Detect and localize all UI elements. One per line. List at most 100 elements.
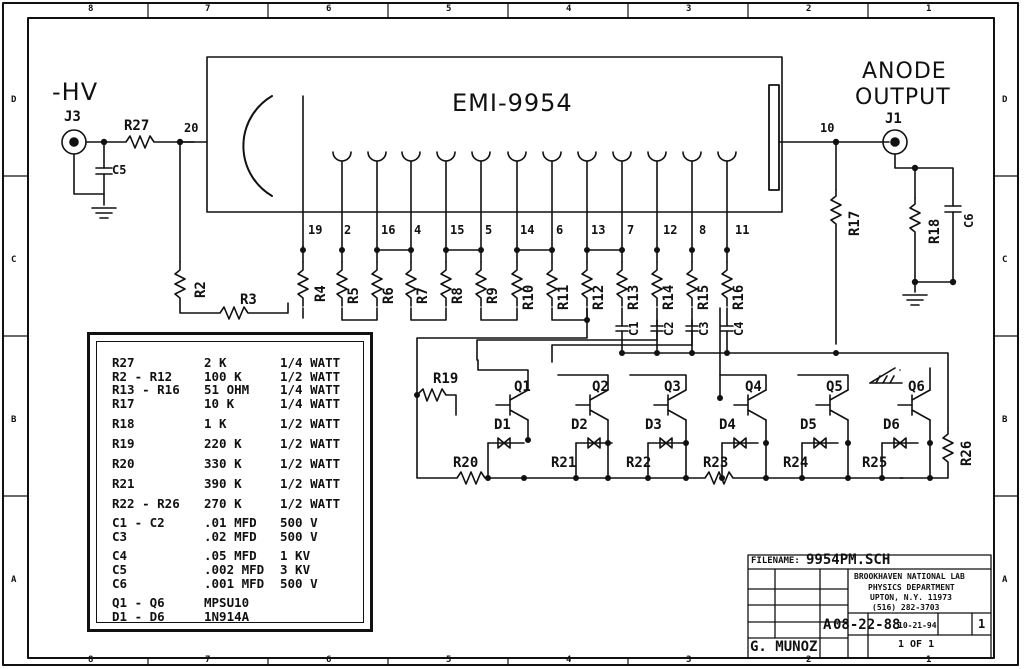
zone-label-left: C [11, 255, 17, 265]
dynode-pin: 4 [414, 223, 422, 237]
dynode-pin: 15 [450, 223, 465, 237]
pin-19: 19 [308, 223, 323, 237]
zone-label-left: A [11, 575, 17, 585]
zone-label-right: C [1002, 255, 1008, 265]
part-value: 10 K [204, 396, 235, 411]
sheet-count: 1 OF 1 [898, 639, 935, 650]
zone-label-top: 5 [446, 4, 452, 14]
capacitor-label: C1 [627, 321, 641, 336]
zone-label-top: 1 [926, 4, 932, 14]
zone-label-top: 3 [686, 4, 692, 14]
j3-label: J3 [64, 109, 81, 125]
zone-label-top: 2 [806, 4, 812, 14]
part-rating: 1/4 WATT [280, 382, 341, 397]
hv-label: -HV [52, 78, 99, 106]
transistor-label: Q2 [592, 379, 609, 395]
filename: 9954PM.SCH [806, 552, 891, 568]
r2-label: R2 [193, 281, 209, 298]
drawn-date: 08-22-88 [833, 617, 901, 633]
chain-resistor-label: R14 [661, 284, 677, 310]
part-ref: R20 [112, 456, 135, 471]
part-ref: C5 [112, 562, 128, 577]
capacitor-label: C4 [732, 321, 746, 336]
part-value: 1 K [204, 416, 227, 431]
diode-label: D3 [645, 417, 662, 433]
bottom-resistor-label: R24 [783, 455, 809, 471]
part-rating: 1/2 WATT [280, 416, 341, 431]
bottom-resistor-label: R25 [862, 455, 888, 471]
diode-label: D4 [719, 417, 736, 433]
r27-label: R27 [124, 118, 150, 134]
dynode-pin: 7 [627, 223, 635, 237]
transistor-label: Q1 [514, 379, 531, 395]
part-value: 330 K [204, 456, 242, 471]
chain-resistor-label: R10 [521, 284, 537, 310]
dynode-pin: 2 [344, 223, 352, 237]
org-line-1: BROOKHAVEN NATIONAL LAB [854, 572, 965, 581]
part-value: 51 OHM [204, 382, 250, 397]
diode-label: D6 [883, 417, 900, 433]
part-ref: R22 - R26 [112, 496, 180, 511]
r4-label: R4 [313, 285, 329, 302]
c6-label: C6 [962, 213, 976, 228]
part-ref: C3 [112, 529, 128, 544]
anode-label-line1: ANODE [862, 59, 947, 84]
part-ref: C1 - C2 [112, 515, 165, 530]
part-rating: 3 KV [280, 562, 311, 577]
transistor-label: Q3 [664, 379, 681, 395]
divider-chain [297, 249, 733, 321]
capacitor-label: C3 [697, 321, 711, 336]
zone-label-top: 4 [566, 4, 572, 14]
bottom-resistor-label: R23 [703, 455, 729, 471]
part-value: MPSU10 [204, 595, 250, 610]
pmt-title: EMI-9954 [452, 89, 573, 117]
transistor-label: Q6 [908, 379, 925, 395]
dynode-pin: 8 [699, 223, 707, 237]
dynode-pin: 16 [381, 223, 396, 237]
r19-label: R19 [433, 371, 459, 387]
part-ref: R2 - R12 [112, 369, 173, 384]
dynode-pin: 13 [591, 223, 606, 237]
inner-border [27, 17, 995, 659]
drawn-by: G. MUNOZ [750, 639, 818, 655]
part-value: 100 K [204, 369, 242, 384]
anode-plate [768, 84, 780, 191]
part-value: 2 K [204, 355, 227, 370]
zone-label-bottom: 1 [926, 655, 932, 665]
dynode-pin: 12 [663, 223, 678, 237]
bottom-resistor-label: R22 [626, 455, 652, 471]
part-rating: 1/2 WATT [280, 456, 341, 471]
dynode-pin: 6 [556, 223, 564, 237]
diode-label: D1 [494, 417, 511, 433]
zone-label-left: B [11, 415, 17, 425]
part-rating: 1/2 WATT [280, 436, 341, 451]
part-value: .001 MFD [204, 576, 265, 591]
part-ref: Q1 - Q6 [112, 595, 165, 610]
dynode-pin: 14 [520, 223, 535, 237]
part-ref: R27 [112, 355, 135, 370]
zone-label-bottom: 6 [326, 655, 332, 665]
part-value: .01 MFD [204, 515, 257, 530]
zone-label-bottom: 7 [205, 655, 211, 665]
chain-resistor-label: R16 [731, 284, 747, 310]
photocathode [242, 95, 273, 197]
part-value: .02 MFD [204, 529, 257, 544]
pin-20: 20 [184, 121, 199, 135]
zone-label-top: 6 [326, 4, 332, 14]
diode-label: D5 [800, 417, 817, 433]
part-ref: D1 - D6 [112, 609, 165, 624]
capacitor-bank [615, 307, 837, 354]
parts-list-inner-border [96, 341, 364, 623]
org-line-2: PHYSICS DEPARTMENT [868, 583, 955, 592]
r26-label: R26 [959, 440, 975, 466]
r3-label: R3 [240, 292, 257, 308]
part-ref: R18 [112, 416, 135, 431]
title-block-lines [747, 554, 992, 659]
org-line-3: UPTON, N.Y. 11973 [870, 593, 952, 602]
ground-q5 [869, 367, 896, 384]
j1-label: J1 [885, 111, 902, 127]
sheet-number: 1 [978, 617, 986, 631]
zone-label-bottom: 8 [88, 655, 94, 665]
